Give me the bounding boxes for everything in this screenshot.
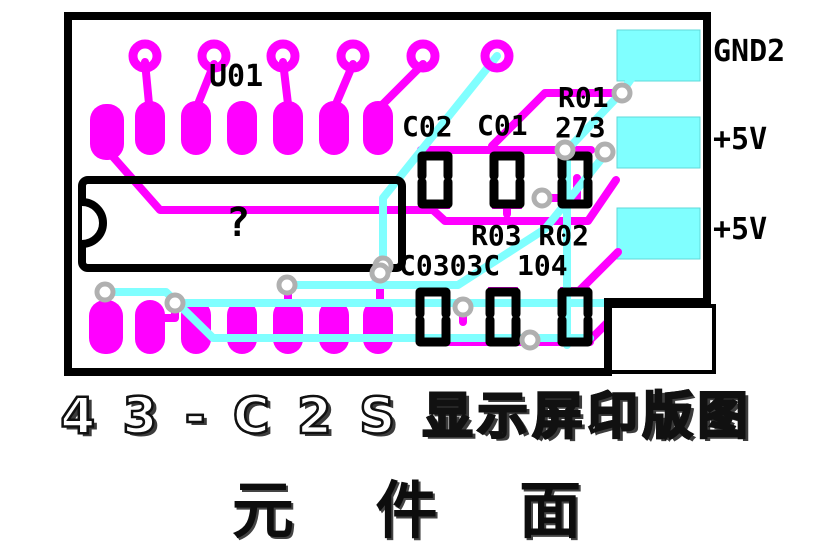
label-5v-mid: +5V [713,122,768,157]
bottom-layer-traces [101,52,637,349]
through-hole-ring-pads [128,39,514,73]
corner-component-outline [608,304,716,374]
label-u01: U01 [209,59,264,94]
vias [94,82,633,351]
ic-pin1-notch [81,198,107,248]
label-ic-value: ? [226,200,251,246]
ic-outline [78,176,406,272]
board-outline [64,12,711,376]
figure-subtitle: 元 件 面 [231,474,612,547]
label-c01: C01 [477,109,528,142]
label-c03-row: C0303C 104 [399,249,568,282]
dip-pads-bottom-row [89,300,393,354]
dip-pads-top-row [90,101,393,160]
label-r01-value: 273 [555,111,606,144]
smd-footprints [415,151,593,347]
label-gnd2: GND2 [713,34,786,69]
label-r01: R01 [558,81,609,114]
label-c02: C02 [402,110,453,143]
label-r03-r02: R03 R02 [471,219,590,252]
edge-connector-pads [616,29,701,260]
figure-title: 4 3 - C 2 S 显示屏印版图 [59,386,753,447]
label-5v-bottom: +5V [713,212,768,247]
